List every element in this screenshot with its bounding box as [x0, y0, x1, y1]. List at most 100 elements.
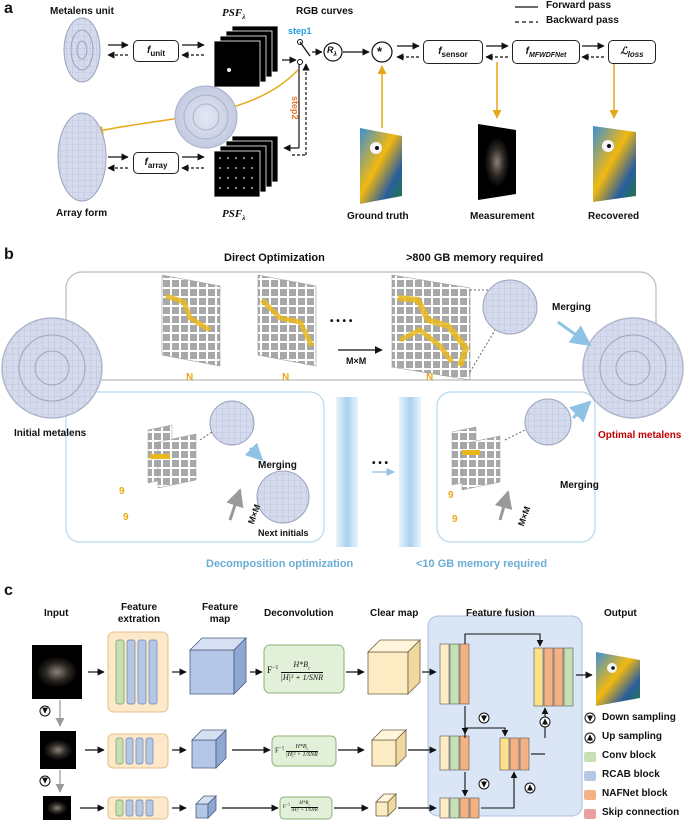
psf-stack-bottom	[213, 135, 279, 198]
nine-d-label: 9	[452, 514, 458, 525]
clear-map-cube-1	[367, 639, 421, 695]
nine-b-label: 9	[123, 512, 129, 523]
legend-down-sampling: Down sampling	[602, 712, 676, 723]
fusion-encoder-1	[439, 643, 470, 705]
backward-pass-label: Backward pass	[546, 15, 619, 26]
legend-c-icons	[584, 712, 596, 819]
n-label-1: N	[186, 372, 194, 383]
input-image-1	[32, 645, 82, 699]
input-image-3	[43, 796, 71, 820]
clear-map-cube-2	[371, 729, 407, 767]
step2-label: step2	[290, 96, 300, 120]
ground-truth-image	[360, 128, 402, 204]
metalens-unit-image	[63, 17, 101, 83]
psf-bottom-label: PSFλ	[222, 208, 246, 223]
optimal-metalens-label: Optimal metalens	[598, 430, 682, 441]
nine-c-label: 9	[448, 490, 454, 501]
grid-n2	[257, 274, 317, 367]
decomp-grid-left	[147, 424, 197, 489]
panel-c-letter: c	[4, 582, 13, 599]
optimal-metalens-circle	[582, 317, 684, 419]
recovered-image	[593, 126, 636, 202]
l-loss-box: ℒloss	[608, 40, 656, 64]
decomposition-label: Decomposition optimization	[206, 558, 354, 570]
merging-top-label: Merging	[552, 302, 591, 313]
dots-top: • • • •	[330, 316, 353, 327]
header-feature-extraction: Feature extration	[117, 602, 161, 625]
r-lambda-label: Rλ	[327, 45, 337, 58]
legend-skip-connection: Skip connection	[602, 807, 680, 818]
array-form-label: Array form	[56, 208, 108, 219]
n-label-3: N	[426, 372, 434, 383]
feature-extraction-2	[107, 733, 169, 769]
recovered-label: Recovered	[588, 211, 640, 222]
f-mfwdfnet-box: fMFWDFNet	[512, 40, 580, 64]
f-unit-box: funit	[133, 40, 179, 62]
grid-n1	[161, 274, 221, 367]
initial-metalens-label: Initial metalens	[14, 428, 87, 439]
nine-a-label: 9	[119, 486, 125, 497]
legend-rcab-block: RCAB block	[602, 769, 660, 780]
feature-extraction-3	[107, 796, 169, 820]
forward-pass-label: Forward pass	[546, 0, 612, 11]
fusion-decoder-2	[499, 737, 530, 771]
metalens-unit-label: Metalens unit	[50, 6, 114, 17]
grid-n3	[391, 274, 471, 381]
psf-top-label: PSFλ	[222, 7, 246, 22]
output-image	[596, 652, 640, 706]
decomp-grid-right	[451, 426, 501, 491]
initial-metalens-circle	[1, 317, 103, 419]
measurement-label: Measurement	[470, 211, 535, 222]
next-initials-circle	[256, 470, 310, 524]
deconv-formula-1: F−1 H*Bc |H|² + 1/SNR	[267, 660, 324, 682]
fusion-encoder-3	[439, 797, 480, 819]
n-label-2: N	[282, 372, 290, 383]
feature-extraction-1	[107, 631, 169, 713]
psf-stack-top	[213, 25, 279, 88]
next-initials-label: Next initials	[258, 528, 309, 538]
merging-left-label: Merging	[258, 460, 297, 471]
header-feature-fusion: Feature fusion	[466, 608, 535, 619]
merging-top-circle	[482, 279, 538, 335]
deconv-box-2	[271, 735, 337, 767]
header-clear-map: Clear map	[370, 608, 419, 619]
mxm-top-label: M×M	[346, 356, 367, 366]
header-output: Output	[604, 608, 637, 619]
pillar-2	[399, 397, 421, 547]
merging-right-circle	[524, 398, 572, 446]
input-image-2	[40, 731, 76, 769]
dots-mid: • • •	[372, 458, 389, 469]
direct-optimization-label: Direct Optimization	[224, 252, 325, 264]
feature-map-cube-1	[189, 637, 247, 695]
header-feature-map: Feature map	[201, 602, 239, 625]
merging-left-circle-top	[209, 400, 255, 446]
fusion-decoder-1	[533, 647, 574, 707]
header-input: Input	[44, 608, 69, 619]
f-sensor-box: fsensor	[423, 40, 483, 64]
deconv-box-1	[263, 644, 345, 694]
convolution-symbol: *	[377, 44, 383, 59]
deconv-formula-3: F−1 H*Bc |H|² + 1/SNR	[283, 801, 318, 813]
memory-10-label: <10 GB memory required	[416, 558, 548, 570]
array-form-image	[57, 112, 107, 202]
pillar-1	[336, 397, 358, 547]
legend-nafnet-block: NAFNet block	[602, 788, 668, 799]
measurement-image	[478, 124, 516, 200]
memory-800-label: >800 GB memory required	[406, 252, 544, 264]
feature-map-cube-3	[195, 795, 217, 819]
f-array-box: farray	[133, 152, 179, 174]
rgb-curves-label: RGB curves	[296, 6, 354, 17]
deconv-box-3	[279, 796, 333, 820]
clear-map-cube-3	[375, 793, 397, 817]
feature-map-cube-2	[191, 729, 227, 769]
header-deconvolution: Deconvolution	[264, 608, 334, 619]
fusion-encoder-2	[439, 735, 470, 771]
legend-up-sampling: Up sampling	[602, 731, 663, 742]
panel-a-letter: a	[4, 0, 13, 17]
panel-b-letter: b	[4, 246, 14, 263]
legend-conv-block: Conv block	[602, 750, 656, 761]
merging-right-label: Merging	[560, 480, 599, 491]
ground-truth-label: Ground truth	[347, 211, 409, 222]
